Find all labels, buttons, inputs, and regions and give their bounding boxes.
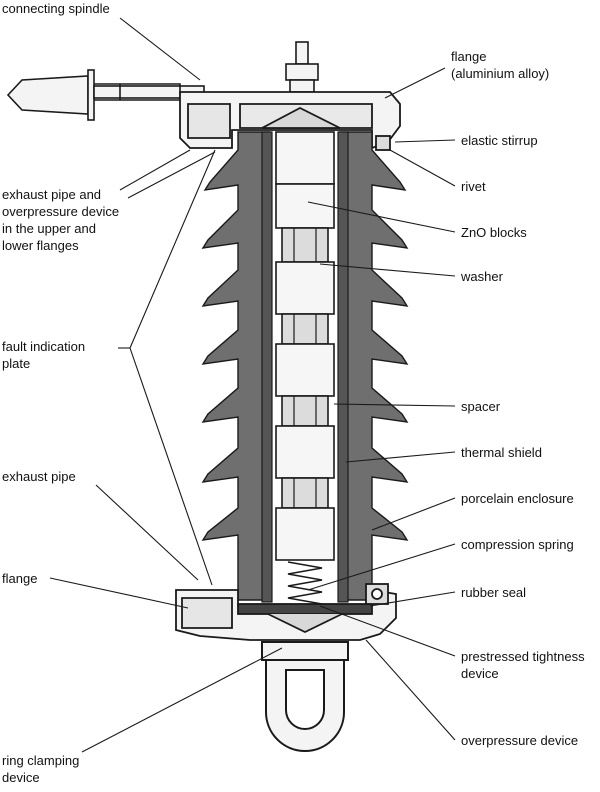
label-prestressed-device: prestressed tightness device [461,649,585,681]
label-connecting-spindle: connecting spindle [2,1,110,16]
ring-clamping-device [261,641,349,752]
label-overpressure-device: overpressure device [461,733,579,748]
label-ring-clamping: ring clamping device [2,753,80,785]
label-compression-spring: compression spring [461,537,574,552]
label-exhaust-pipe: exhaust pipe [2,469,76,484]
label-elastic-stirrup: elastic stirrup [461,133,538,148]
label-flange-bottom: flange [2,571,38,586]
top-stud [285,41,319,93]
label-flange-top: flange (aluminium alloy) [451,49,550,81]
label-porcelain-enclosure: porcelain enclosure [461,491,574,506]
zno-block-stack [275,131,335,561]
compression-spring [287,561,323,605]
thermal-shield [261,131,349,603]
label-thermal-shield: thermal shield [461,445,542,460]
top-flange [179,91,401,151]
label-zno-blocks: ZnO blocks [461,225,527,240]
porcelain-enclosure [201,131,271,601]
label-exhaust-overpressure: exhaust pipe and overpressure device in … [2,187,120,253]
spacer-rods [293,228,317,508]
label-rivet: rivet [461,179,486,194]
porcelain-enclosure-right [339,131,409,601]
label-spacer: spacer [461,399,501,414]
bottom-flange [175,583,397,641]
label-washer: washer [461,269,503,284]
leader-lines [49,17,456,753]
label-rubber-seal: rubber seal [461,585,527,600]
connecting-spindle [6,69,205,121]
label-fault-indication: fault indication plate [2,339,86,371]
